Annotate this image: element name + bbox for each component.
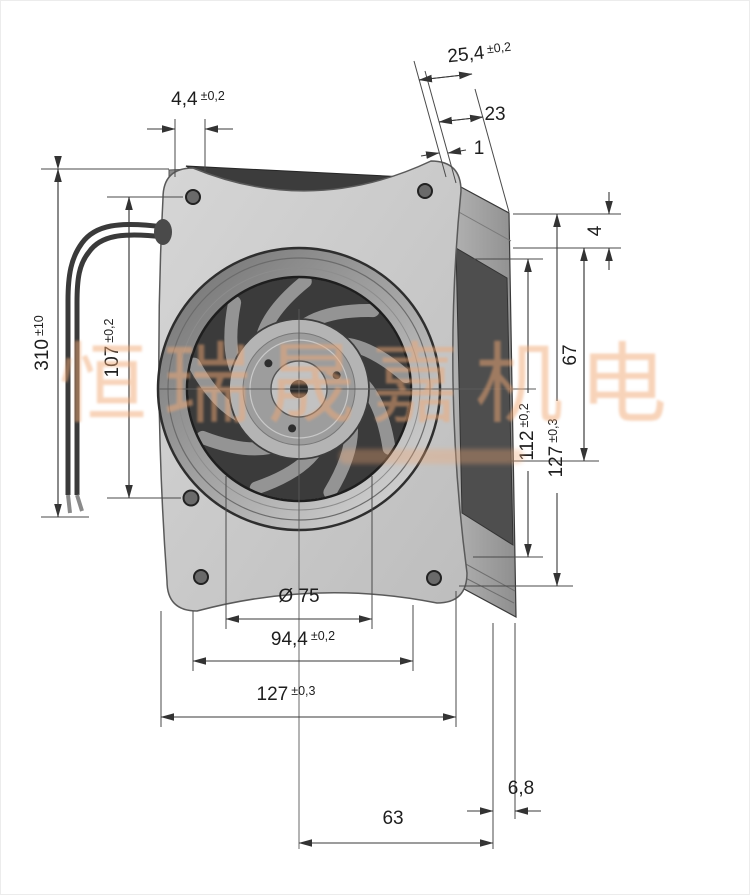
dim-label-127-bottom: 127±0,3 bbox=[257, 684, 316, 705]
dim-label-63: 63 bbox=[382, 808, 403, 829]
dimension-lines bbox=[54, 71, 613, 847]
lead-wires bbox=[65, 221, 165, 514]
dim-label-6-8: 6,8 bbox=[508, 778, 534, 799]
dim-label-4: 4 bbox=[585, 225, 606, 236]
dim-label-94-4: 94,4±0,2 bbox=[271, 629, 335, 650]
impeller bbox=[185, 275, 413, 503]
cable-exit bbox=[154, 219, 172, 245]
dim-label-127-right: 127±0,3 bbox=[546, 418, 567, 477]
dim-label-25-4: 25,4±0,2 bbox=[446, 40, 512, 68]
dim-label-112: 112±0,2 bbox=[517, 403, 538, 461]
dim-label-23: 23 bbox=[484, 104, 505, 125]
wire-tip bbox=[66, 494, 72, 514]
dim-label-310: 310±10 bbox=[32, 315, 53, 371]
mounting-holes bbox=[182, 183, 442, 586]
dim-label-107: 107±0,2 bbox=[102, 318, 123, 377]
dim-label-diameter-75: Ø 75 bbox=[278, 586, 319, 607]
wire-tip bbox=[75, 494, 84, 512]
dim-label-67: 67 bbox=[560, 344, 581, 365]
dim-label-4-4: 4,4±0,2 bbox=[171, 89, 225, 110]
center-lines bbox=[159, 309, 536, 849]
dimension-labels: 310±10 107±0,2 4,4±0,2 25,4±0,2 23 1 4 6… bbox=[32, 40, 606, 829]
side-channel bbox=[455, 247, 514, 546]
dim-label-1: 1 bbox=[474, 138, 485, 159]
